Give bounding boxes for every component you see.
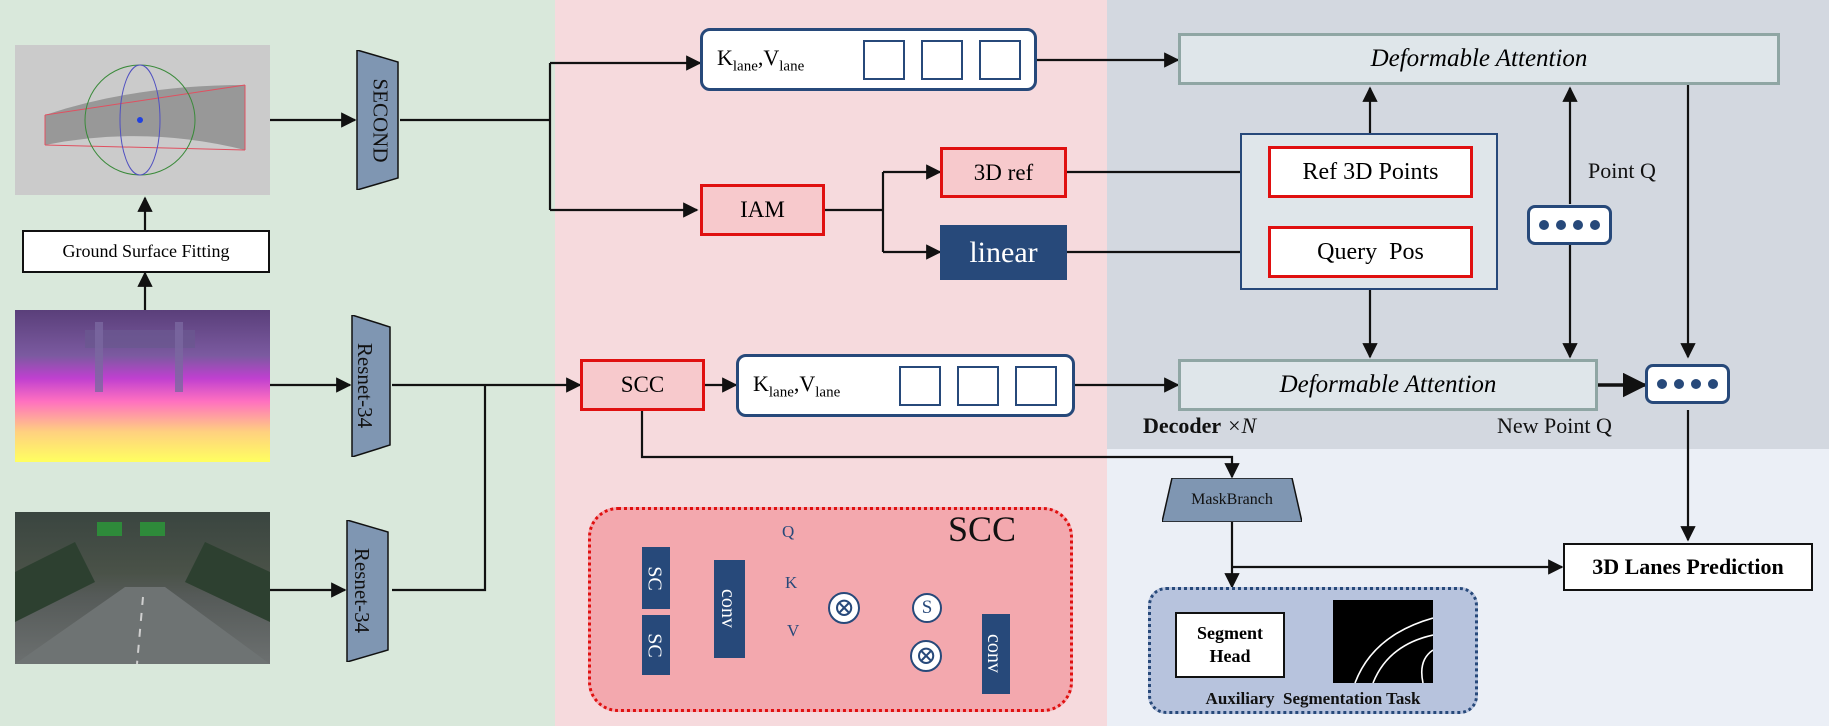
new-point-q-label: New Point Q <box>1497 413 1612 438</box>
segment-head-line2: Head <box>1209 646 1251 666</box>
point-q-dot <box>1573 220 1583 230</box>
scc-mult-bottom-symbol: ⊗ <box>915 641 937 670</box>
mask-branch: MaskBranch <box>1161 477 1303 523</box>
deformable-attention-bottom: Deformable Attention <box>1178 359 1598 411</box>
kv-bottom-slot-3 <box>1015 366 1057 406</box>
scc-conv2-label: conv <box>982 634 1005 673</box>
lanes-prediction-box: 3D Lanes Prediction <box>1563 543 1813 591</box>
scc-softmax-circle: S <box>912 593 942 623</box>
query-pos-box: Query Pos <box>1268 226 1473 278</box>
scc-q-label: Q <box>782 522 795 541</box>
resnet-top-label: Resnet-34 <box>353 342 378 429</box>
scc-sc2-label: SC <box>643 633 666 658</box>
second-encoder: SECOND <box>355 48 400 192</box>
new-point-q-dot <box>1657 379 1667 389</box>
kv-lane-top: Klane,Vlane <box>700 28 1037 91</box>
kv-top-v-sub: lane <box>779 58 805 75</box>
iam-label: IAM <box>740 197 785 222</box>
attn-top-label: Deformable Attention <box>1370 45 1588 72</box>
resnet-bottom-encoder: Resnet-34 <box>345 518 390 664</box>
scc-k-label: K <box>785 573 798 592</box>
ground-fitting-label: Ground Surface Fitting <box>62 241 230 261</box>
ref-3d-points-label: Ref 3D Points <box>1302 158 1439 185</box>
resnet-bottom-label: Resnet-34 <box>350 547 375 634</box>
new-point-q-dot <box>1674 379 1684 389</box>
scc-conv2-box <box>982 614 1010 694</box>
new-point-q-dot <box>1691 379 1701 389</box>
point-q-dot <box>1539 220 1549 230</box>
deformable-attention-top: Deformable Attention <box>1178 33 1780 85</box>
ground-fitting-box: Ground Surface Fitting <box>22 230 270 273</box>
kv-top-label: Klane,Vlane <box>717 45 805 75</box>
point-q-tokens <box>1527 205 1612 245</box>
segmentation-mask-image <box>1333 600 1434 684</box>
kv-top-k-sub: lane <box>732 58 758 75</box>
linear-box: linear <box>940 225 1067 280</box>
kv-bottom-v: V <box>799 371 816 396</box>
scc-sc2-box <box>642 615 670 675</box>
point-q-label: Point Q <box>1588 158 1656 183</box>
kv-bottom-slot-2 <box>957 366 999 406</box>
ground-surface-image <box>15 45 270 195</box>
scc-mult-top: ⊗ <box>828 592 860 624</box>
linear-label: linear <box>969 235 1038 269</box>
kv-top-k: K <box>717 45 733 70</box>
scc-mult-top-symbol: ⊗ <box>833 593 855 622</box>
iam-box: IAM <box>700 184 825 236</box>
decoder-label-text: Decoder <box>1143 413 1222 438</box>
scc-label: SCC <box>620 372 665 397</box>
second-label: SECOND <box>368 78 393 163</box>
scc-conv1-label: conv <box>716 589 739 628</box>
kv-bottom-k: K <box>753 371 769 396</box>
point-q-dot <box>1556 220 1566 230</box>
decoder-label: Decoder ×N <box>1143 413 1256 439</box>
kv-lane-bottom: Klane,Vlane <box>736 354 1075 417</box>
scc-sc1-label: SC <box>643 566 666 591</box>
segment-head-line1: Segment <box>1197 622 1263 643</box>
new-point-q-tokens <box>1645 364 1730 404</box>
query-pos-label: Query Pos <box>1317 238 1424 265</box>
scc-softmax-label: S <box>921 597 933 618</box>
attn-bottom-label: Deformable Attention <box>1279 371 1497 398</box>
scc-v-label: V <box>787 621 800 640</box>
scc-conv1-box <box>714 560 745 658</box>
scc-box: SCC <box>580 359 705 411</box>
lanes-prediction-label: 3D Lanes Prediction <box>1592 554 1784 579</box>
resnet-top-encoder: Resnet-34 <box>350 313 392 459</box>
depth-image <box>15 310 270 462</box>
decoder-times: ×N <box>1226 413 1257 438</box>
scc-sc1-box <box>642 547 670 609</box>
kv-top-slot-1 <box>863 40 905 80</box>
kv-top-slot-3 <box>979 40 1021 80</box>
new-point-q-dot <box>1708 379 1718 389</box>
point-q-dot <box>1590 220 1600 230</box>
kv-bottom-label: Klane,Vlane <box>753 371 841 401</box>
aux-task-label: Auxiliary Segmentation Task <box>1205 689 1421 708</box>
kv-bottom-v-sub: lane <box>815 384 841 401</box>
segment-head-box: Segment Head <box>1175 612 1285 678</box>
mask-branch-label: MaskBranch <box>1191 491 1273 508</box>
kv-bottom-k-sub: lane <box>768 384 794 401</box>
camera-image <box>15 512 270 664</box>
scc-mult-bottom: ⊗ <box>910 640 942 672</box>
kv-bottom-slot-1 <box>899 366 941 406</box>
ref-3d-points-box: Ref 3D Points <box>1268 146 1473 198</box>
ref3d-box: 3D ref <box>940 147 1067 198</box>
scc-detail-title: SCC <box>948 509 1017 549</box>
ref3d-label: 3D ref <box>973 159 1034 185</box>
kv-top-slot-2 <box>921 40 963 80</box>
kv-top-v: V <box>763 45 780 70</box>
